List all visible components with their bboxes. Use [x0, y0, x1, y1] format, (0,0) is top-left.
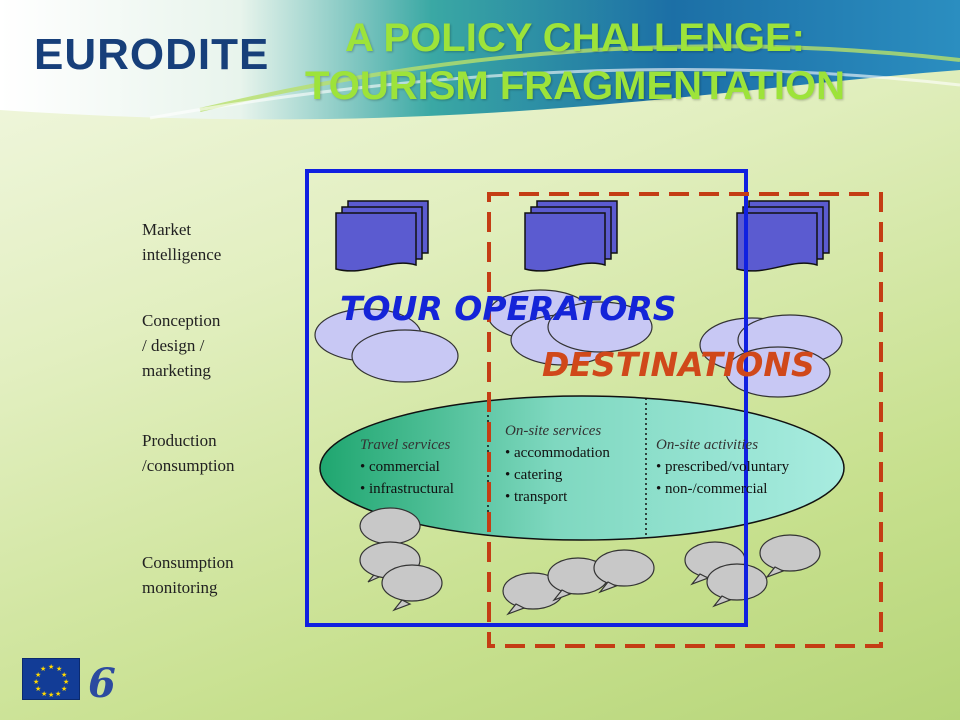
document-stack-icon [524, 200, 618, 272]
tour-operators-label: TOUR OPERATORS [340, 289, 677, 328]
title-line-2: TOURISM FRAGMENTATION [305, 64, 845, 108]
destinations-label: DESTINATIONS [542, 345, 815, 384]
svg-text:★: ★ [48, 691, 54, 699]
list-item: non-/commercial [656, 478, 789, 500]
svg-text:★: ★ [48, 663, 54, 671]
eurodite-logo: EURODITE [34, 30, 270, 79]
conception-cluster [314, 289, 843, 398]
svg-text:★: ★ [33, 678, 39, 686]
svg-text:★: ★ [55, 690, 61, 698]
svg-text:★: ★ [40, 665, 46, 673]
svg-text:★: ★ [61, 671, 67, 679]
page-title: A POLICY CHALLENGE: TOURISM FRAGMENTATIO… [230, 14, 920, 110]
list-item: accommodation [505, 442, 610, 464]
on-site-activities-group: On-site activities prescribed/voluntary … [656, 434, 789, 500]
list-item: catering [505, 464, 610, 486]
document-stack-icon [335, 200, 429, 272]
travel-services-group: Travel services commercial infrastructur… [360, 434, 454, 500]
speech-bubble-icons [359, 507, 821, 616]
stage-label-market-intelligence: Market intelligence [142, 220, 222, 264]
document-stack-icon [736, 200, 830, 272]
on-site-services-group: On-site services accommodation catering … [505, 420, 610, 508]
stage-label-production: Production /consumption [142, 431, 235, 475]
list-item: prescribed/voluntary [656, 456, 789, 478]
svg-text:★: ★ [63, 678, 69, 686]
svg-text:★: ★ [35, 671, 41, 679]
header-banner: EURODITE [0, 0, 960, 130]
list-item: transport [505, 486, 610, 508]
fp6-logo: 6 [88, 660, 116, 707]
title-line-1: A POLICY CHALLENGE: [344, 16, 806, 60]
eu-flag-icon: ★★★ ★★★ ★★★ ★★★ [22, 658, 80, 700]
svg-text:★: ★ [56, 665, 62, 673]
svg-text:★: ★ [41, 690, 47, 698]
stage-label-consumption-monitoring: Consumption monitoring [142, 553, 234, 597]
destinations-box [487, 192, 883, 648]
header-swoosh-graphic [0, 0, 960, 120]
svg-text:★: ★ [61, 685, 67, 693]
list-item: commercial [360, 456, 454, 478]
stage-label-conception: Conception / design / marketing [142, 311, 221, 380]
svg-text:★: ★ [35, 685, 41, 693]
tour-operators-box [305, 169, 748, 627]
list-item: infrastructural [360, 478, 454, 500]
